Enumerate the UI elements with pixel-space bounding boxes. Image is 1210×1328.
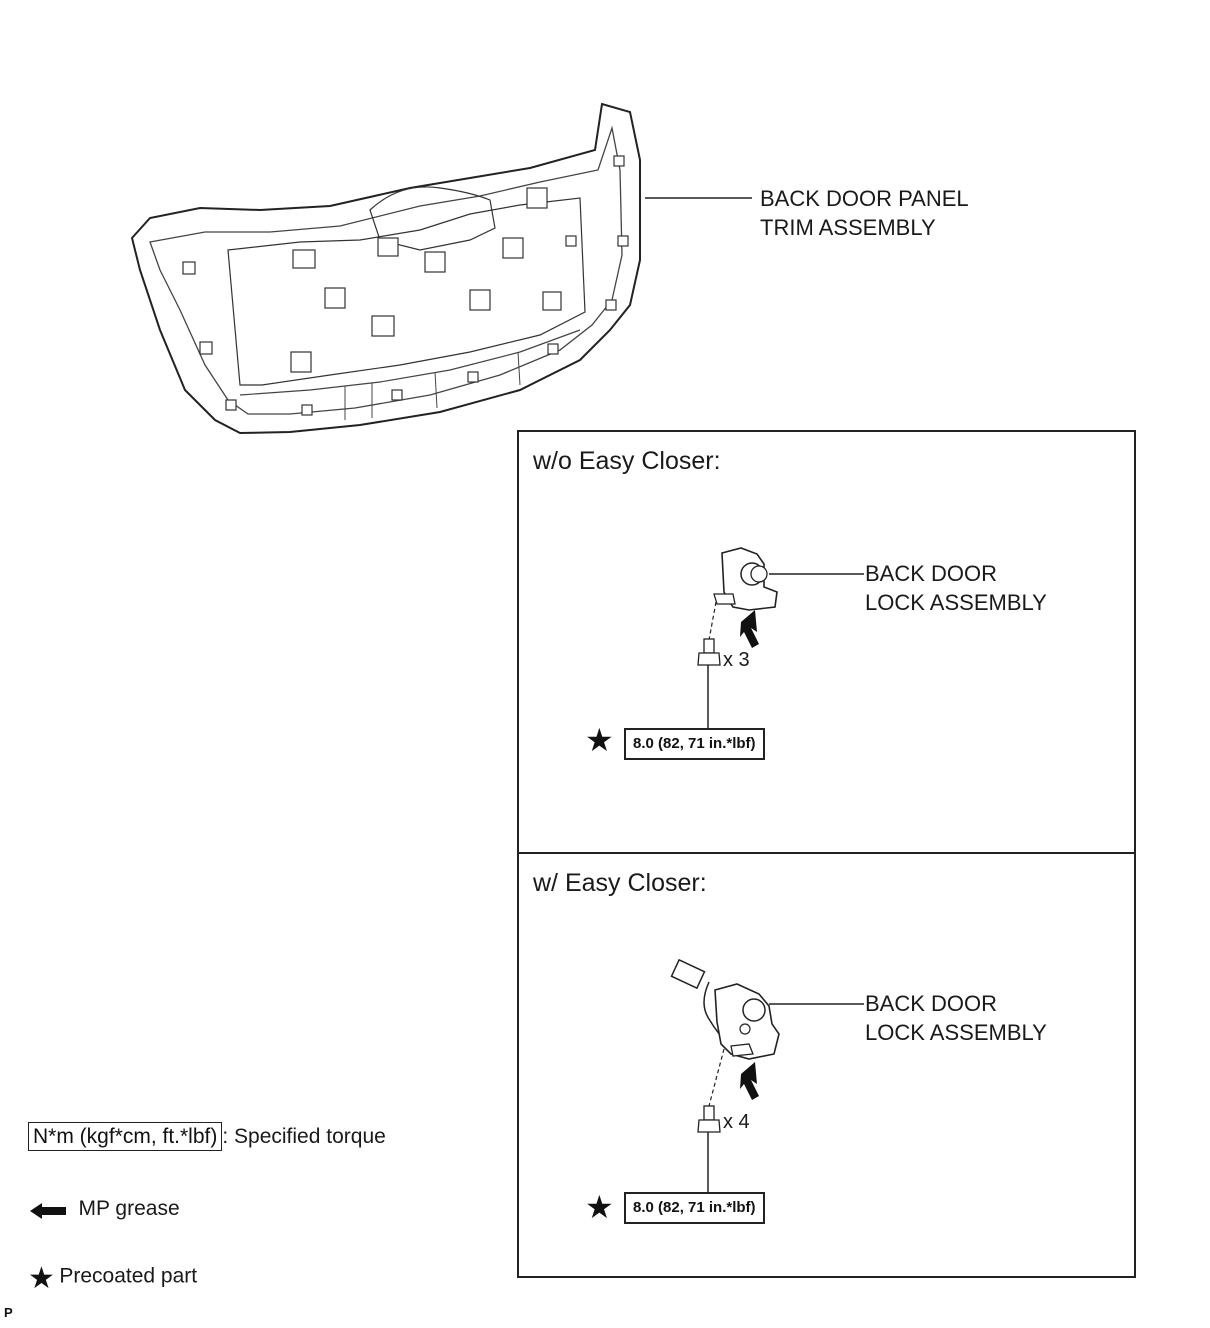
legend-torque-row: N*m (kgf*cm, ft.*lbf): Specified torque — [28, 1122, 386, 1151]
grease-arrow-icon — [30, 1202, 66, 1219]
legend-torque-desc: : Specified torque — [222, 1125, 386, 1148]
precoat-star-icon: ★ — [28, 1262, 55, 1295]
legend-precoated-text: Precoated part — [59, 1264, 198, 1288]
lock-label-line2: LOCK ASSEMBLY — [865, 1020, 1047, 1045]
legend-precoated-row: ★ Precoated part — [28, 1261, 197, 1296]
trim-assembly-label-line2: TRIM ASSEMBLY — [760, 215, 936, 240]
corner-mark: P — [4, 1305, 13, 1320]
legend: N*m (kgf*cm, ft.*lbf): Specified torque … — [28, 1122, 498, 1300]
trim-assembly-label-line1: BACK DOOR PANEL — [760, 186, 969, 211]
bolt-quantity-with: x 4 — [723, 1111, 750, 1133]
lock-assembly-label-with: BACK DOOR LOCK ASSEMBLY — [865, 989, 1047, 1047]
panel-with-title: w/ Easy Closer: — [533, 869, 707, 897]
bolt-quantity-without: x 3 — [723, 649, 750, 671]
torque-spec-with: 8.0 (82, 71 in.*lbf) — [624, 1192, 765, 1224]
lock-assembly-drawing-without — [697, 547, 864, 728]
legend-torque-unit: N*m (kgf*cm, ft.*lbf) — [28, 1122, 223, 1151]
lock-label-line2: LOCK ASSEMBLY — [865, 590, 1047, 615]
lock-assembly-label-without: BACK DOOR LOCK ASSEMBLY — [865, 559, 1047, 617]
precoat-star-icon: ★ — [585, 722, 614, 758]
legend-grease-text: MP grease — [78, 1197, 180, 1220]
lock-label-line1: BACK DOOR — [865, 561, 998, 586]
lock-assembly-drawing-with — [670, 958, 864, 1192]
panel-with-easy-closer: w/ Easy Closer: x 4 ★ 8.0 (82, 71 in.*lb… — [517, 852, 1136, 1278]
back-door-panel-trim-drawing — [130, 102, 752, 435]
precoat-star-icon: ★ — [585, 1189, 614, 1225]
trim-assembly-label: BACK DOOR PANEL TRIM ASSEMBLY — [760, 184, 969, 242]
torque-spec-without: 8.0 (82, 71 in.*lbf) — [624, 728, 765, 760]
lock-label-line1: BACK DOOR — [865, 991, 998, 1016]
panel-without-title: w/o Easy Closer: — [533, 447, 721, 475]
panel-without-easy-closer: w/o Easy Closer: x 3 ★ 8.0 (82, 71 in.*l… — [517, 430, 1136, 854]
legend-grease-row: MP grease — [28, 1197, 180, 1221]
